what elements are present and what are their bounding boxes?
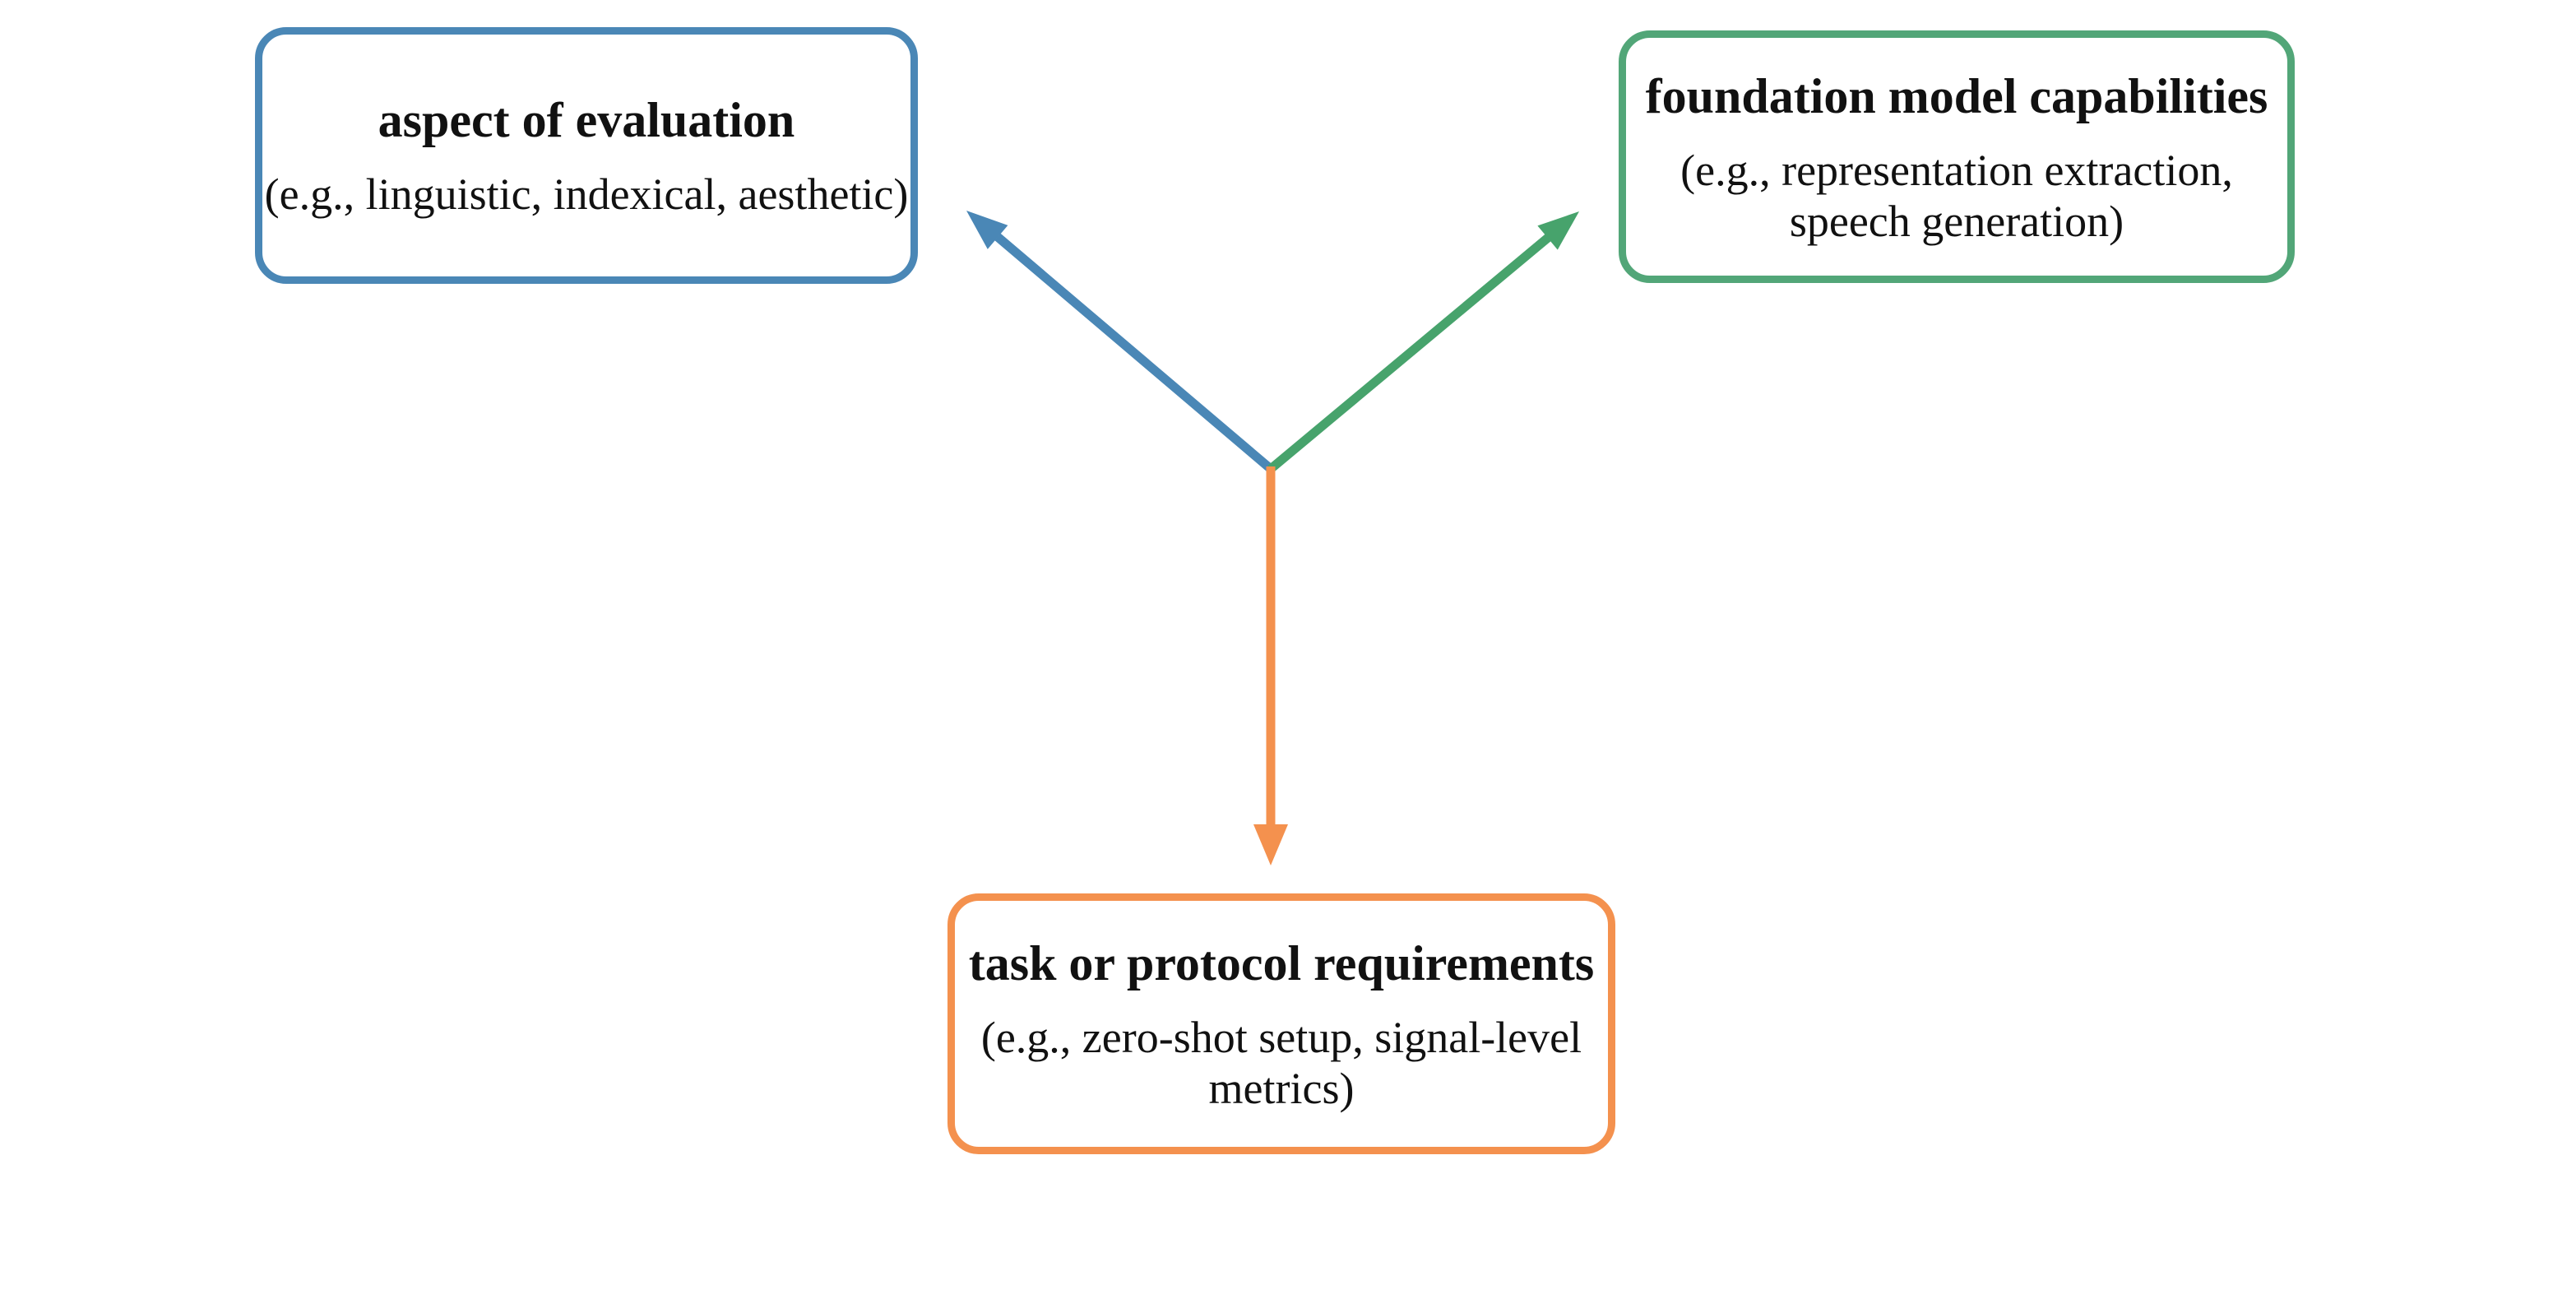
box-task-or-protocol-requirements: task or protocol requirements (e.g., zer… xyxy=(947,893,1615,1154)
arrow-to-foundation-head-icon xyxy=(1537,211,1579,250)
arrow-to-foundation-shaft xyxy=(1267,234,1551,473)
arrow-to-task-head-icon xyxy=(1253,824,1288,865)
box-foundation-title: foundation model capabilities xyxy=(1645,68,2268,123)
arrow-to-aspect-shaft xyxy=(994,233,1274,473)
arrow-to-aspect xyxy=(966,211,1274,473)
arrow-to-foundation xyxy=(1267,211,1579,473)
arrow-to-task xyxy=(1253,466,1288,865)
box-foundation-subtitle: (e.g., representation extraction, speech… xyxy=(1680,145,2233,247)
arrow-to-aspect-head-icon xyxy=(966,211,1008,249)
subtitle-line: metrics) xyxy=(1208,1063,1355,1113)
subtitle-line: speech generation) xyxy=(1789,196,2124,246)
subtitle-line: (e.g., linguistic, indexical, aesthetic) xyxy=(264,169,909,219)
box-task-title: task or protocol requirements xyxy=(968,935,1595,991)
box-foundation-model-capabilities: foundation model capabilities (e.g., rep… xyxy=(1619,30,2295,283)
subtitle-line: (e.g., representation extraction, xyxy=(1680,145,2233,195)
box-aspect-title: aspect of evaluation xyxy=(378,93,795,147)
box-aspect-subtitle: (e.g., linguistic, indexical, aesthetic) xyxy=(265,169,909,220)
box-aspect-of-evaluation: aspect of evaluation (e.g., linguistic, … xyxy=(255,27,918,284)
subtitle-line: (e.g., zero-shot setup, signal-level xyxy=(980,1012,1582,1062)
box-task-subtitle: (e.g., zero-shot setup, signal-level met… xyxy=(981,1012,1582,1114)
